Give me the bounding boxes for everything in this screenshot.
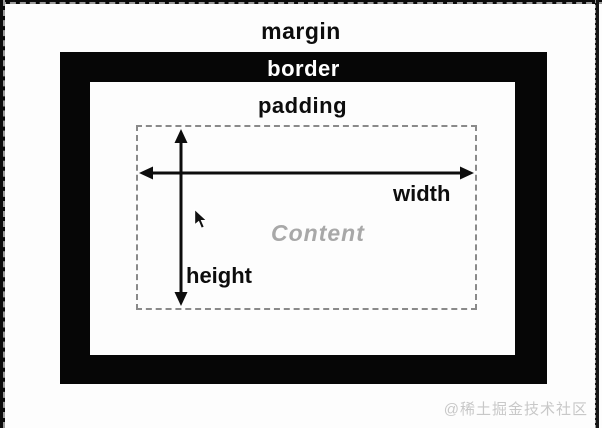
watermark: @稀土掘金技术社区 (443, 401, 588, 418)
width-arrow-icon (139, 166, 474, 180)
height-arrow-icon (174, 129, 188, 306)
dimension-arrows (139, 129, 474, 306)
margin-label: margin (261, 18, 341, 44)
padding-label: padding (257, 93, 348, 118)
frame-edge-right (595, 0, 599, 428)
frame-edge-top (0, 0, 602, 4)
border-label: border (267, 56, 340, 81)
height-label: height (186, 263, 252, 288)
frame-edge-left (0, 0, 5, 428)
content-box (136, 125, 477, 310)
width-label: width (393, 181, 451, 206)
mouse-cursor-icon (194, 209, 208, 229)
content-label: Content (271, 220, 365, 246)
